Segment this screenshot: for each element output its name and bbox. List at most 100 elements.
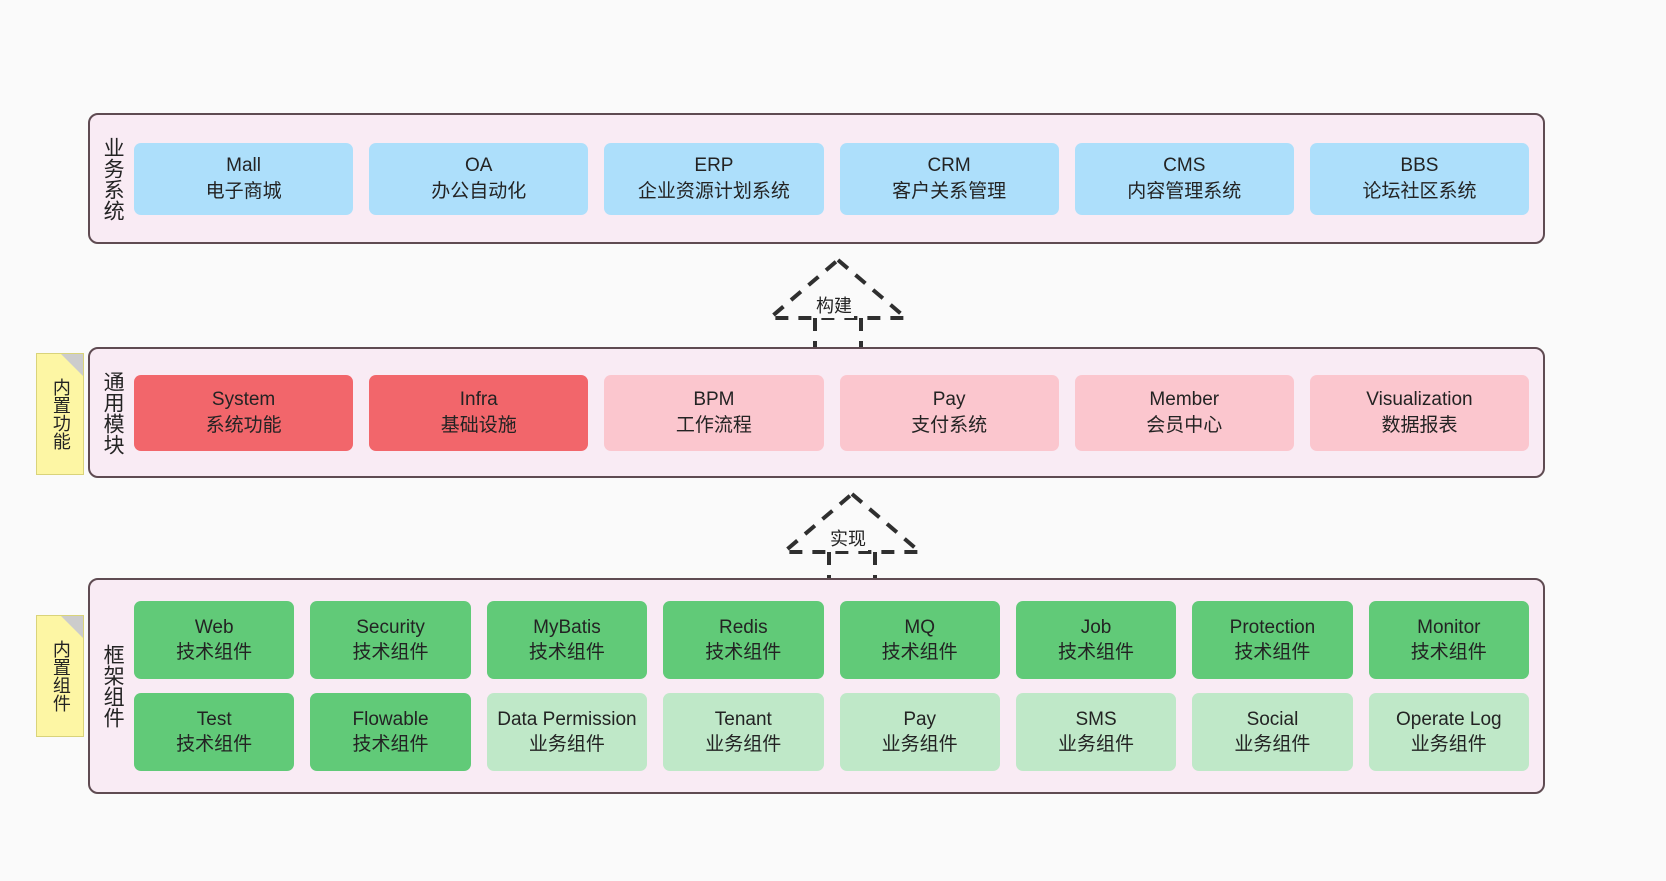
card-flowable[interactable]: Flowable 技术组件 — [310, 693, 471, 771]
card-member[interactable]: Member 会员中心 — [1074, 374, 1294, 451]
arrow-label-realize: 实现 — [828, 525, 868, 551]
card-infra[interactable]: Infra 基础设施 — [369, 374, 589, 451]
note-builtin-function: 内置功能 — [36, 353, 84, 475]
card-title: ERP — [694, 155, 734, 177]
card-oa[interactable]: OA 办公自动化 — [369, 142, 589, 215]
card-subtitle: 系统功能 — [205, 414, 282, 436]
card-title: Test — [196, 708, 232, 730]
card-title: Web — [194, 616, 234, 638]
card-security[interactable]: Security 技术组件 — [310, 601, 471, 679]
card-title: Tenant — [714, 708, 772, 730]
card-subtitle: 业务组件 — [528, 734, 605, 755]
card-visualization[interactable]: Visualization 数据报表 — [1309, 374, 1530, 451]
card-subtitle: 工作流程 — [675, 414, 752, 436]
card-subtitle: 技术组件 — [528, 642, 605, 663]
card-subtitle: 支付系统 — [911, 414, 988, 436]
card-title: Infra — [459, 389, 498, 411]
card-protection[interactable]: Protection 技术组件 — [1192, 601, 1353, 679]
card-tenant[interactable]: Tenant 业务组件 — [663, 693, 824, 771]
card-subtitle: 技术组件 — [352, 642, 429, 663]
card-title: CRM — [927, 155, 971, 177]
layer-body-common: System 系统功能 Infra 基础设施 BPM 工作流程 Pay 支付系统… — [134, 349, 1543, 476]
card-title: Operate Log — [1395, 708, 1502, 730]
card-system[interactable]: System 系统功能 — [134, 374, 354, 451]
card-subtitle: 基础设施 — [440, 414, 517, 436]
layer-body-business: Mall 电子商城 OA 办公自动化 ERP 企业资源计划系统 CRM 客户关系… — [134, 115, 1543, 242]
card-mall[interactable]: Mall 电子商城 — [134, 142, 354, 215]
card-crm[interactable]: CRM 客户关系管理 — [839, 142, 1059, 215]
layer-title-common: 通用模块 — [101, 370, 125, 455]
card-title: Pay — [903, 708, 937, 730]
card-subtitle: 技术组件 — [1058, 642, 1135, 663]
card-row: Web 技术组件 Security 技术组件 MyBatis 技术组件 Redi… — [134, 601, 1529, 679]
card-subtitle: 电子商城 — [205, 180, 282, 202]
card-subtitle: 技术组件 — [1410, 642, 1487, 663]
card-row: Test 技术组件 Flowable 技术组件 Data Permission … — [134, 693, 1529, 771]
card-subtitle: 技术组件 — [176, 642, 253, 663]
card-subtitle: 技术组件 — [1234, 642, 1311, 663]
card-pay-module[interactable]: Pay 支付系统 — [839, 374, 1059, 451]
card-title: Monitor — [1417, 616, 1481, 638]
card-subtitle: 业务组件 — [1410, 734, 1487, 755]
note-fold-icon — [61, 354, 83, 376]
note-label: 内置功能 — [50, 378, 71, 450]
card-job[interactable]: Job 技术组件 — [1015, 601, 1177, 679]
card-erp[interactable]: ERP 企业资源计划系统 — [604, 142, 824, 215]
layer-title-business: 业务系统 — [101, 136, 125, 221]
card-subtitle: 内容管理系统 — [1127, 180, 1242, 202]
card-monitor[interactable]: Monitor 技术组件 — [1368, 601, 1529, 679]
note-fold-icon — [61, 616, 83, 638]
card-subtitle: 客户关系管理 — [892, 180, 1007, 202]
card-title: MQ — [904, 616, 935, 638]
card-title: Social — [1246, 708, 1299, 730]
card-subtitle: 技术组件 — [705, 642, 782, 663]
card-subtitle: 数据报表 — [1381, 414, 1458, 436]
card-operate-log[interactable]: Operate Log 业务组件 — [1368, 693, 1529, 771]
card-title: BBS — [1400, 155, 1439, 177]
card-title: Mall — [226, 155, 261, 177]
arrow-shaft — [813, 318, 863, 348]
card-title: Visualization — [1366, 389, 1473, 411]
card-subtitle: 办公自动化 — [431, 180, 527, 202]
layer-title-framework: 框架组件 — [101, 644, 125, 728]
arrow-label-build: 构建 — [814, 292, 854, 318]
arrow-shaft — [827, 552, 877, 582]
card-subtitle: 会员中心 — [1146, 414, 1223, 436]
card-title: Protection — [1229, 616, 1316, 638]
card-title: Redis — [719, 616, 768, 638]
card-cms[interactable]: CMS 内容管理系统 — [1074, 142, 1294, 215]
card-web[interactable]: Web 技术组件 — [134, 601, 295, 679]
card-mybatis[interactable]: MyBatis 技术组件 — [486, 601, 648, 679]
card-subtitle: 业务组件 — [881, 734, 958, 755]
card-subtitle: 技术组件 — [352, 734, 429, 755]
card-title: SMS — [1075, 708, 1117, 730]
card-title: Job — [1080, 616, 1112, 638]
card-title: MyBatis — [533, 616, 601, 638]
card-redis[interactable]: Redis 技术组件 — [663, 601, 824, 679]
card-title: Member — [1149, 389, 1220, 411]
card-subtitle: 技术组件 — [881, 642, 958, 663]
card-subtitle: 业务组件 — [705, 734, 782, 755]
layer-body-framework: Web 技术组件 Security 技术组件 MyBatis 技术组件 Redi… — [134, 580, 1543, 792]
card-row: Mall 电子商城 OA 办公自动化 ERP 企业资源计划系统 CRM 客户关系… — [134, 142, 1530, 215]
card-subtitle: 论坛社区系统 — [1362, 180, 1477, 202]
card-title: CMS — [1163, 155, 1206, 177]
arrow-build — [764, 257, 912, 348]
card-data-permission[interactable]: Data Permission 业务组件 — [486, 693, 648, 771]
card-title: Flowable — [352, 708, 429, 730]
layer-framework-components: 框架组件 Web 技术组件 Security 技术组件 MyBatis 技术组件… — [88, 578, 1545, 794]
card-test[interactable]: Test 技术组件 — [134, 693, 295, 771]
card-social[interactable]: Social 业务组件 — [1192, 693, 1353, 771]
card-bbs[interactable]: BBS 论坛社区系统 — [1309, 142, 1530, 215]
card-bpm[interactable]: BPM 工作流程 — [604, 374, 824, 451]
card-subtitle: 业务组件 — [1058, 734, 1135, 755]
layer-common-modules: 通用模块 System 系统功能 Infra 基础设施 BPM 工作流程 Pay… — [88, 347, 1545, 478]
card-sms[interactable]: SMS 业务组件 — [1015, 693, 1177, 771]
card-mq[interactable]: MQ 技术组件 — [839, 601, 1000, 679]
card-title: OA — [465, 155, 493, 177]
note-builtin-component: 内置组件 — [36, 615, 84, 737]
card-pay-component[interactable]: Pay 业务组件 — [839, 693, 1000, 771]
card-title: Pay — [932, 389, 966, 411]
arrow-realize — [778, 491, 926, 582]
